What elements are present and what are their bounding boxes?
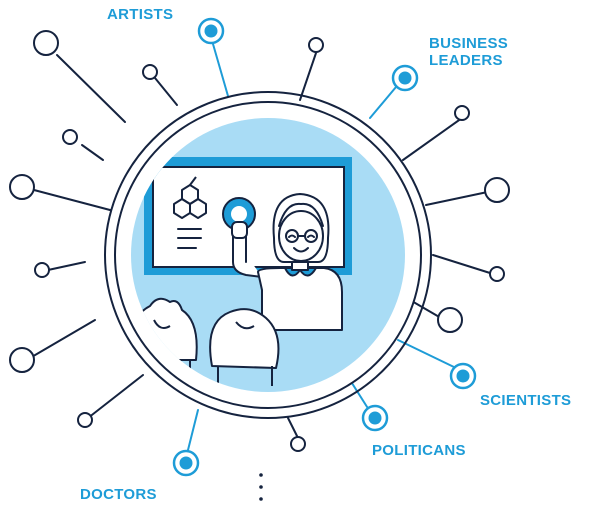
- label-scientists: SCIENTISTS: [480, 392, 572, 409]
- node: [34, 262, 50, 278]
- label-business-leaders: BUSINESS LEADERS: [429, 35, 508, 69]
- label-politicans: POLITICANS: [372, 442, 466, 459]
- node: [454, 105, 470, 121]
- target-icon: [361, 404, 389, 432]
- outer-nodes: [9, 30, 510, 452]
- student-right: [209, 308, 280, 386]
- target-icon: [197, 17, 225, 45]
- node: [484, 177, 510, 203]
- node: [9, 174, 35, 200]
- node: [308, 37, 324, 53]
- node: [9, 347, 35, 373]
- continuation-dots-icon: [259, 473, 263, 501]
- teacher-figure: [231, 193, 343, 331]
- node: [77, 412, 93, 428]
- node: [33, 30, 59, 56]
- target-icon: [172, 449, 200, 477]
- target-icon: [391, 64, 419, 92]
- node: [290, 436, 306, 452]
- label-doctors: DOCTORS: [80, 486, 157, 503]
- target-icon: [449, 362, 477, 390]
- board-text-lines: [177, 228, 202, 249]
- label-artists: ARTISTS: [107, 6, 174, 23]
- dark-spokes: [29, 52, 498, 439]
- outer-ring: [104, 91, 432, 419]
- node: [489, 266, 505, 282]
- hexagon-molecule-icon: [173, 176, 207, 219]
- node: [142, 64, 158, 80]
- node: [437, 307, 463, 333]
- node: [62, 129, 78, 145]
- target-icons: [172, 17, 477, 477]
- label-business-line2: LEADERS: [429, 52, 503, 69]
- blue-spokes: [187, 43, 457, 451]
- classroom-scene: [131, 157, 352, 386]
- label-business-line1: BUSINESS: [429, 35, 509, 52]
